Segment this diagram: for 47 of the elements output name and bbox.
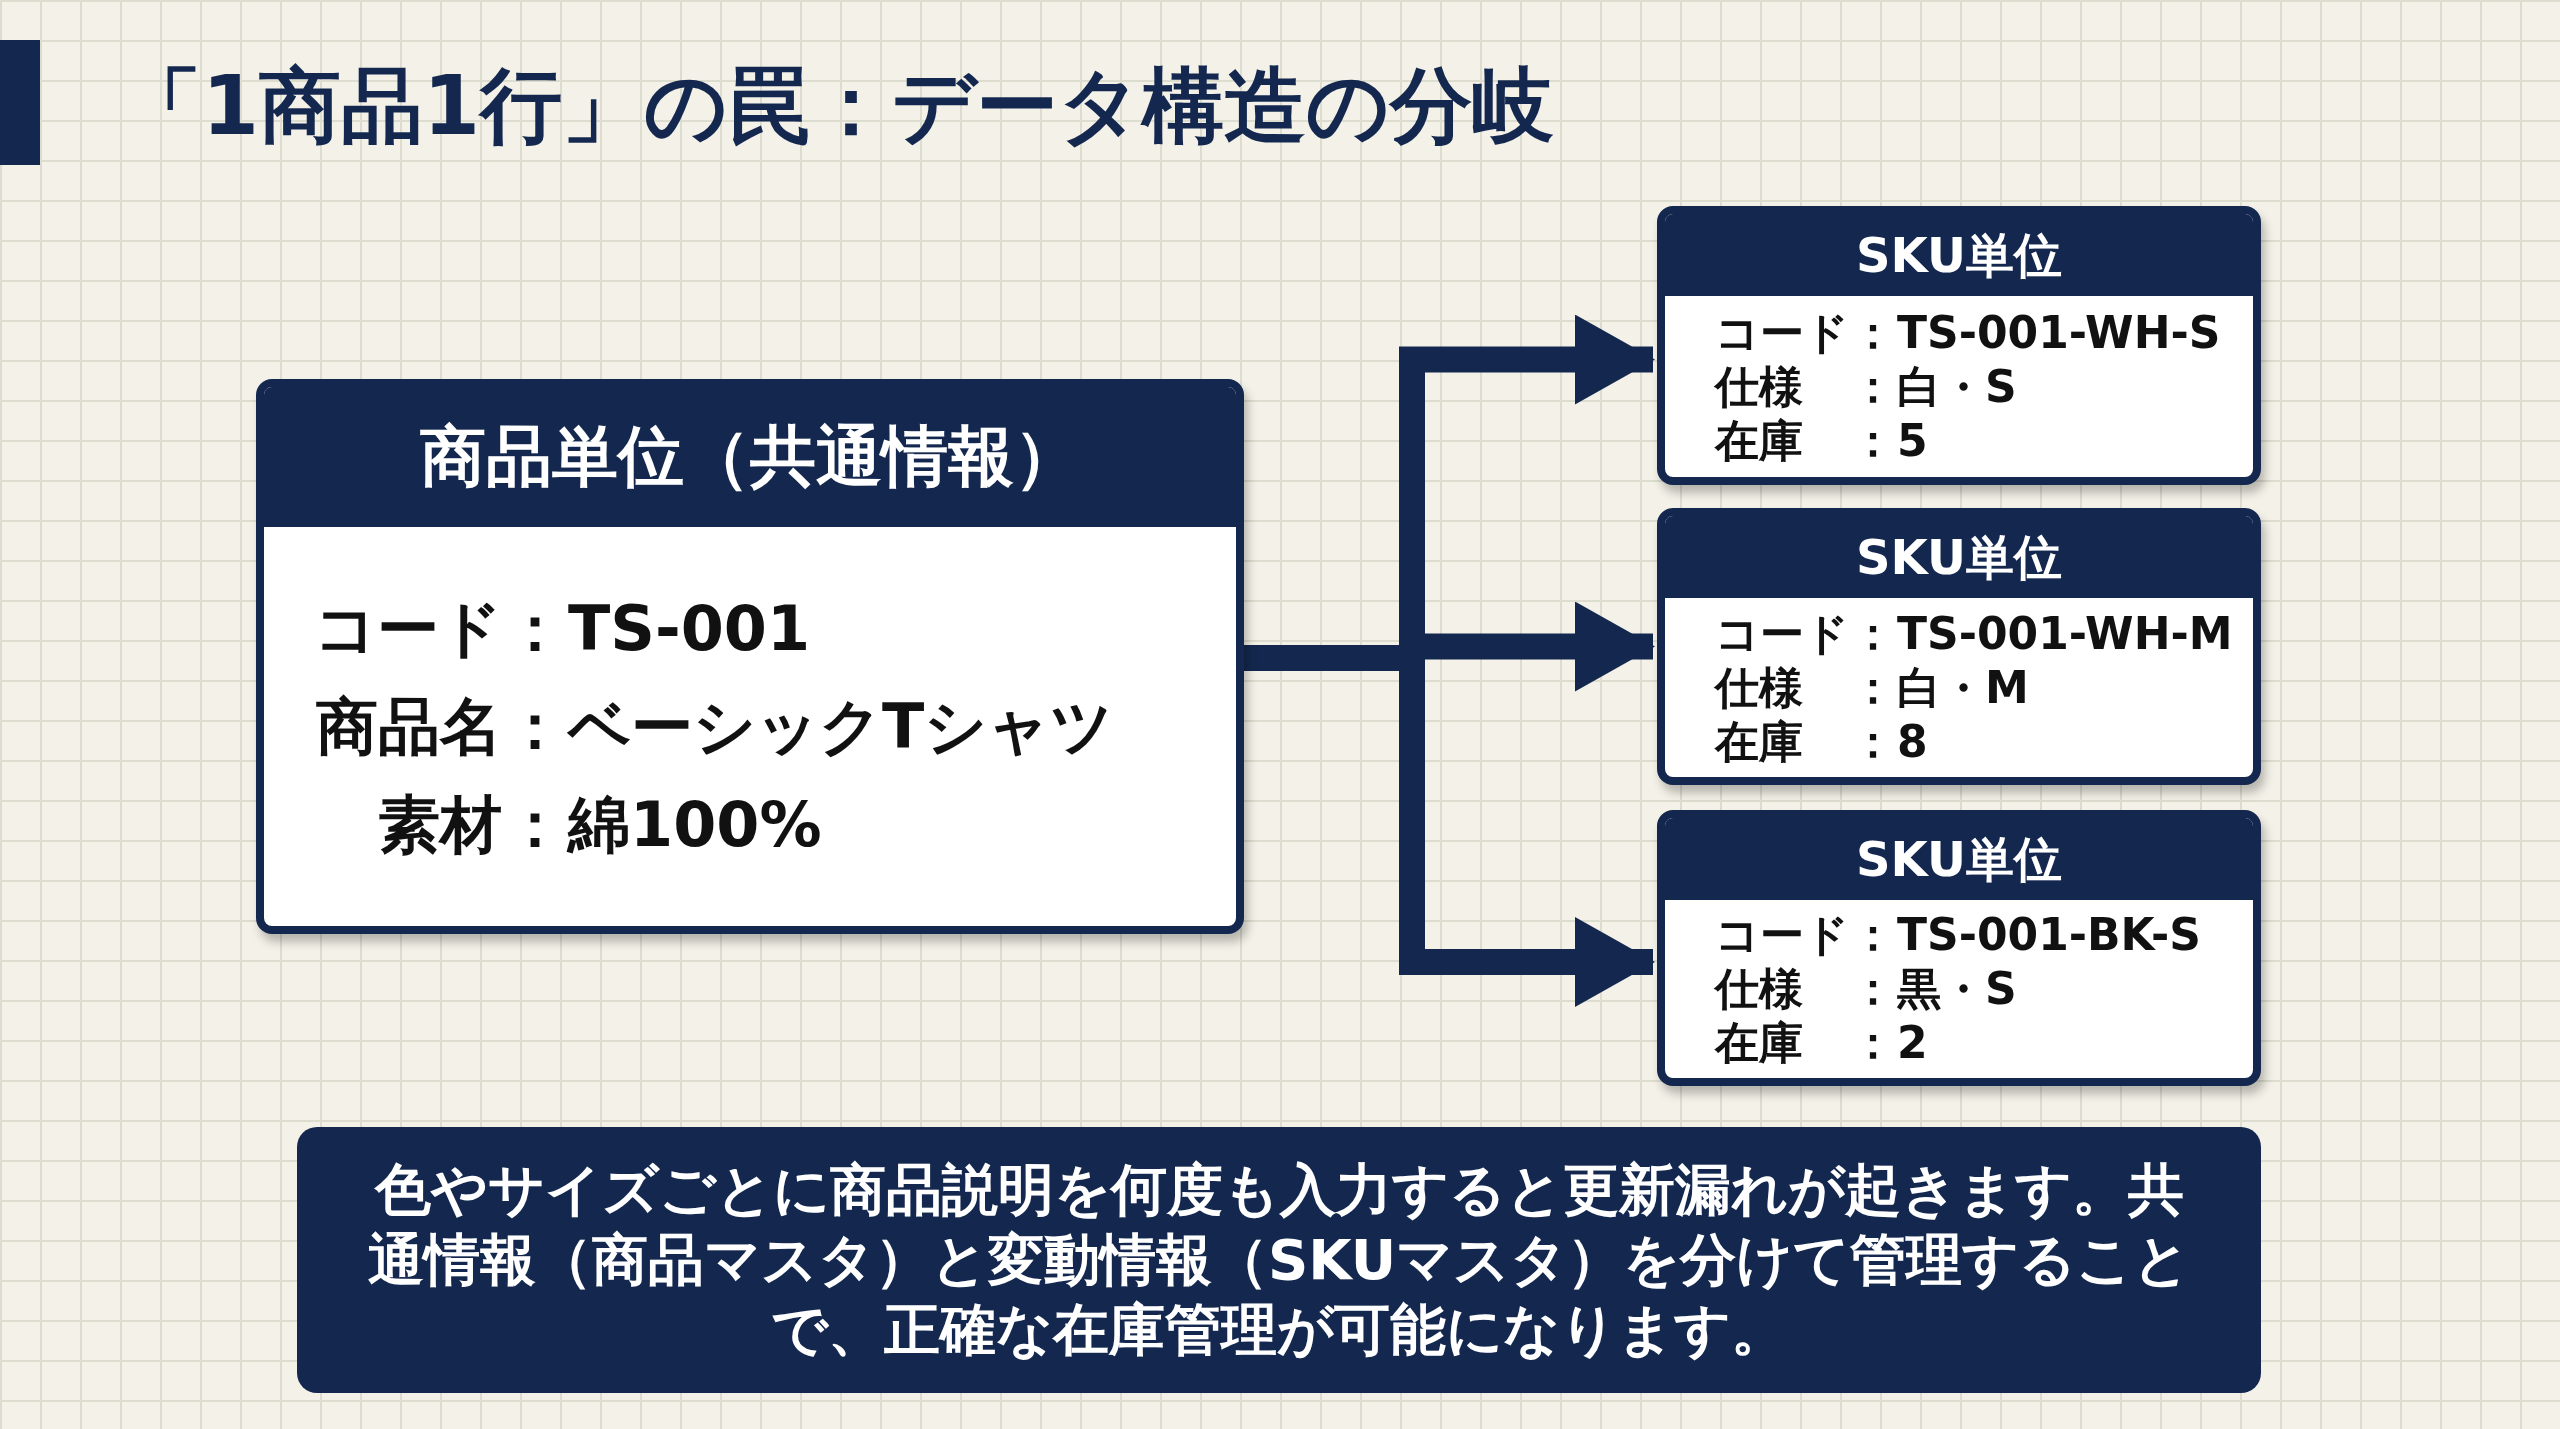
field-value: TS-001-WH-S (1897, 305, 2221, 360)
colon: ： (1850, 606, 1896, 661)
field-value: 8 (1897, 714, 1929, 769)
field-label: 仕様 (1715, 962, 1804, 1016)
colon: ： (1850, 359, 1896, 414)
field-label: コード (1715, 606, 1849, 661)
field-value: TS-001 (568, 590, 812, 667)
title: 「1商品1行」の罠：データ構造の分岐 (120, 57, 1555, 155)
field-value: 2 (1897, 1016, 1929, 1070)
field-value: 綿100% (568, 786, 823, 863)
colon: ： (503, 688, 567, 765)
field-value: TS-001-BK-S (1897, 908, 2202, 962)
colon: ： (1850, 714, 1896, 769)
field-value: TS-001-WH-M (1897, 606, 2233, 661)
field-value: 5 (1897, 413, 1929, 468)
colon: ： (1850, 962, 1896, 1016)
field-label: コード (1715, 908, 1849, 962)
colon: ： (1850, 660, 1896, 715)
field-label: 在庫 (1715, 714, 1804, 769)
field-label: 在庫 (1715, 413, 1804, 468)
colon: ： (1850, 305, 1896, 360)
note-text: 色やサイズごとに商品説明を何度も入力すると更新漏れが起きます。共通情報（商品マスタ）と変動情報（SKUマスタ）を分けて管理することで、正確な在庫管理が可能になります。 (366, 1156, 2192, 1364)
field-label: 仕様 (1715, 359, 1804, 414)
field-label: 商品名 (315, 688, 502, 765)
field-label: 在庫 (1715, 1016, 1804, 1070)
colon: ： (1850, 908, 1896, 962)
colon: ： (503, 786, 566, 863)
card-header: SKU単位 (1665, 516, 2253, 598)
field-label: コード (314, 590, 502, 667)
field-label: 素材 (377, 786, 502, 863)
card-header: SKU単位 (1665, 214, 2253, 296)
sku-card (1657, 508, 2261, 785)
sku-card (1657, 206, 2261, 485)
field-value: ベーシックTシャツ (568, 688, 1115, 765)
field-label: コード (1715, 305, 1849, 360)
field-value: 黒・S (1897, 962, 2018, 1016)
note-banner (297, 1127, 2261, 1393)
colon: ： (1850, 413, 1896, 468)
card-header: SKU単位 (1665, 818, 2253, 900)
field-value: 白・S (1897, 359, 2018, 414)
product-card (256, 379, 1244, 934)
sku-card (1657, 810, 2261, 1086)
field-value: 白・M (1897, 660, 2030, 715)
colon: ： (1850, 1016, 1896, 1070)
field-label: 仕様 (1715, 660, 1804, 715)
colon: ： (503, 590, 567, 667)
card-header: 商品単位（共通情報） (264, 387, 1236, 527)
